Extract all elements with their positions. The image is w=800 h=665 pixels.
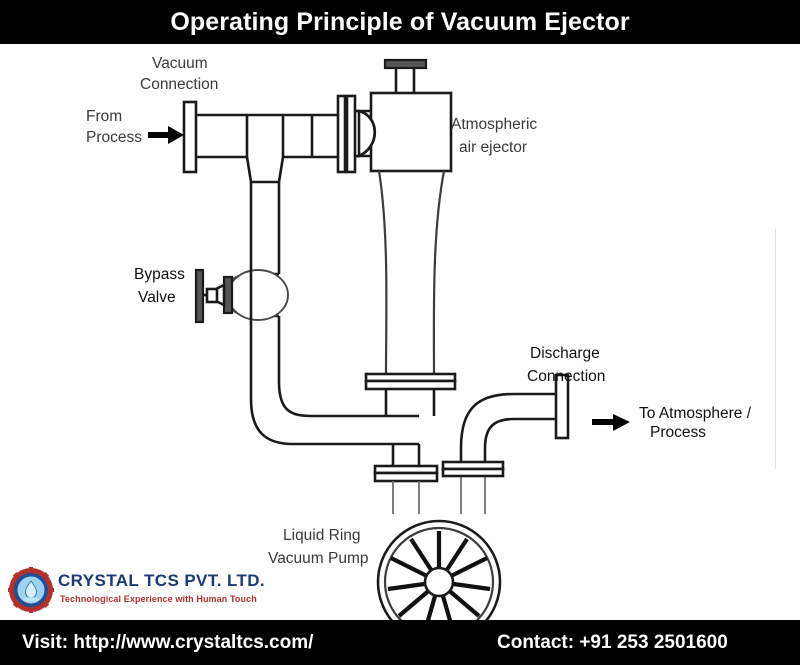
title-bar: Operating Principle of Vacuum Ejector bbox=[0, 0, 800, 44]
label-liquid-ring-vacuum-pump: Liquid Ring Vacuum Pump bbox=[268, 527, 369, 567]
atmospheric-ejector-line2: air ejector bbox=[459, 139, 527, 156]
bypass-valve-globe-body bbox=[225, 269, 289, 321]
atmospheric-ejector-line1: Atmospheric bbox=[451, 116, 537, 133]
to-atmosphere-arrow bbox=[592, 414, 630, 431]
ejector-tailpipe-flange bbox=[364, 372, 457, 416]
gear-droplet-logo-icon bbox=[8, 567, 54, 613]
diagram-area: Vacuum Connection From Process Atmospher… bbox=[0, 44, 800, 658]
pump-discharge-riser bbox=[441, 448, 505, 514]
bypass-valve-handwheel[interactable] bbox=[194, 268, 234, 324]
vacuum-connection-line1: Vacuum bbox=[152, 55, 208, 72]
liquid-ring-vacuum-pump bbox=[376, 519, 502, 658]
discharge-connection-line1: Discharge bbox=[530, 345, 600, 362]
atmospheric-air-ejector-body bbox=[369, 91, 453, 173]
from-process-line2: Process bbox=[86, 129, 142, 146]
from-process-arrow bbox=[148, 126, 184, 144]
label-discharge-connection: Discharge Connection bbox=[527, 345, 605, 385]
vacuum-connection-line2: Connection bbox=[140, 76, 218, 93]
contact-phone[interactable]: Contact: +91 253 2501600 bbox=[497, 631, 728, 653]
label-to-atmosphere: To Atmosphere / Process bbox=[639, 405, 752, 441]
label-bypass-valve: Bypass Valve bbox=[134, 266, 185, 306]
label-vacuum-connection: Vacuum Connection bbox=[140, 55, 218, 93]
to-atmosphere-line2: Process bbox=[650, 424, 706, 441]
bypass-elbow bbox=[249, 381, 419, 446]
tee-branch-and-reducer bbox=[245, 156, 285, 184]
ejector-venturi-throat bbox=[377, 170, 446, 375]
company-name: CRYSTAL TCS PVT. LTD. bbox=[58, 571, 266, 590]
discharge-elbow bbox=[459, 392, 556, 449]
label-from-process: From Process bbox=[86, 108, 142, 146]
footer-bar: Visit: http://www.crystaltcs.com/ Contac… bbox=[0, 620, 800, 665]
discharge-connection-line2: Connection bbox=[527, 368, 605, 385]
brand-logo-block: CRYSTAL TCS PVT. LTD. Technological Expe… bbox=[8, 565, 268, 615]
page-title: Operating Principle of Vacuum Ejector bbox=[170, 7, 630, 36]
bypass-valve-line2: Valve bbox=[138, 289, 176, 306]
bypass-valve-line1: Bypass bbox=[134, 266, 185, 283]
pump-line2: Vacuum Pump bbox=[268, 550, 369, 567]
from-process-line1: From bbox=[86, 108, 122, 125]
company-tagline: Technological Experience with Human Touc… bbox=[60, 594, 257, 604]
label-atmospheric-air-ejector: Atmospheric air ejector bbox=[451, 116, 537, 156]
website-link[interactable]: Visit: http://www.crystaltcs.com/ bbox=[22, 631, 314, 653]
inlet-flange bbox=[182, 100, 198, 174]
discharge-flange bbox=[554, 373, 570, 440]
horizontal-suction-header bbox=[196, 113, 338, 159]
to-atmosphere-line1: To Atmosphere / bbox=[639, 405, 752, 422]
pump-suction-downcomer bbox=[373, 444, 439, 514]
ejector-motive-nozzle bbox=[336, 94, 376, 174]
faint-right-border bbox=[775, 229, 776, 469]
pump-line1: Liquid Ring bbox=[283, 527, 361, 544]
ejector-top-stub-flange bbox=[383, 58, 428, 93]
